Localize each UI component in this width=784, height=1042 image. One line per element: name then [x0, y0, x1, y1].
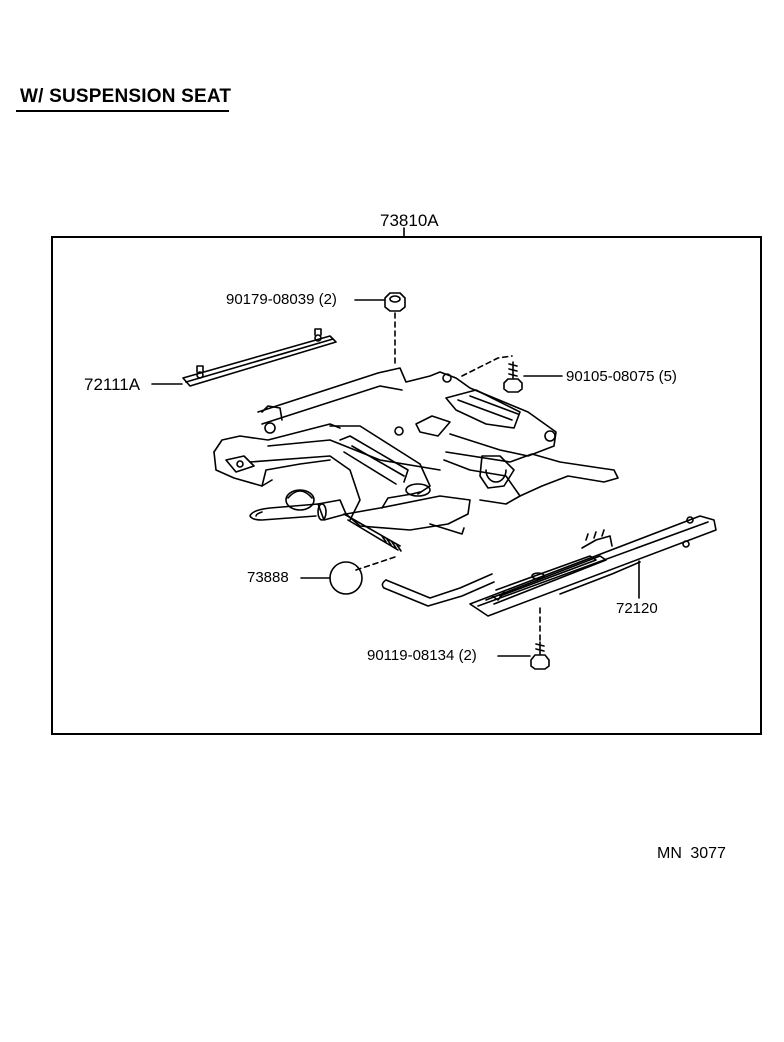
part-label-slide-rail: 72120 — [616, 600, 658, 617]
slide-rail-part — [381, 515, 717, 617]
nut-part — [354, 292, 406, 367]
assembly-frame — [51, 236, 762, 735]
rail-bar-part — [151, 328, 337, 387]
part-label-bolt-bottom: 90119-08134 (2) — [367, 647, 477, 664]
bolt-top-dashed-line — [461, 355, 513, 377]
knob-part — [300, 555, 399, 595]
part-label-knob: 73888 — [247, 569, 289, 586]
knob-dashed-line — [355, 555, 399, 571]
part-label-bolt-top: 90105-08075 (5) — [566, 368, 677, 385]
lever-rod-part — [249, 503, 319, 521]
assembly-part-label: 73810A — [380, 211, 439, 230]
knob-shaft-part — [343, 513, 402, 552]
diagram-title: W/ SUSPENSION SEAT — [20, 86, 232, 107]
bolt-bottom-part — [497, 607, 550, 670]
drawing-number: MN 3077 — [657, 845, 726, 862]
title-underline — [16, 110, 229, 112]
part-label-rail-bar: 72111A — [84, 375, 141, 394]
bolt-top-part — [461, 355, 563, 393]
part-label-nut: 90179-08039 (2) — [226, 291, 337, 308]
suspension-frame-part — [213, 367, 619, 535]
